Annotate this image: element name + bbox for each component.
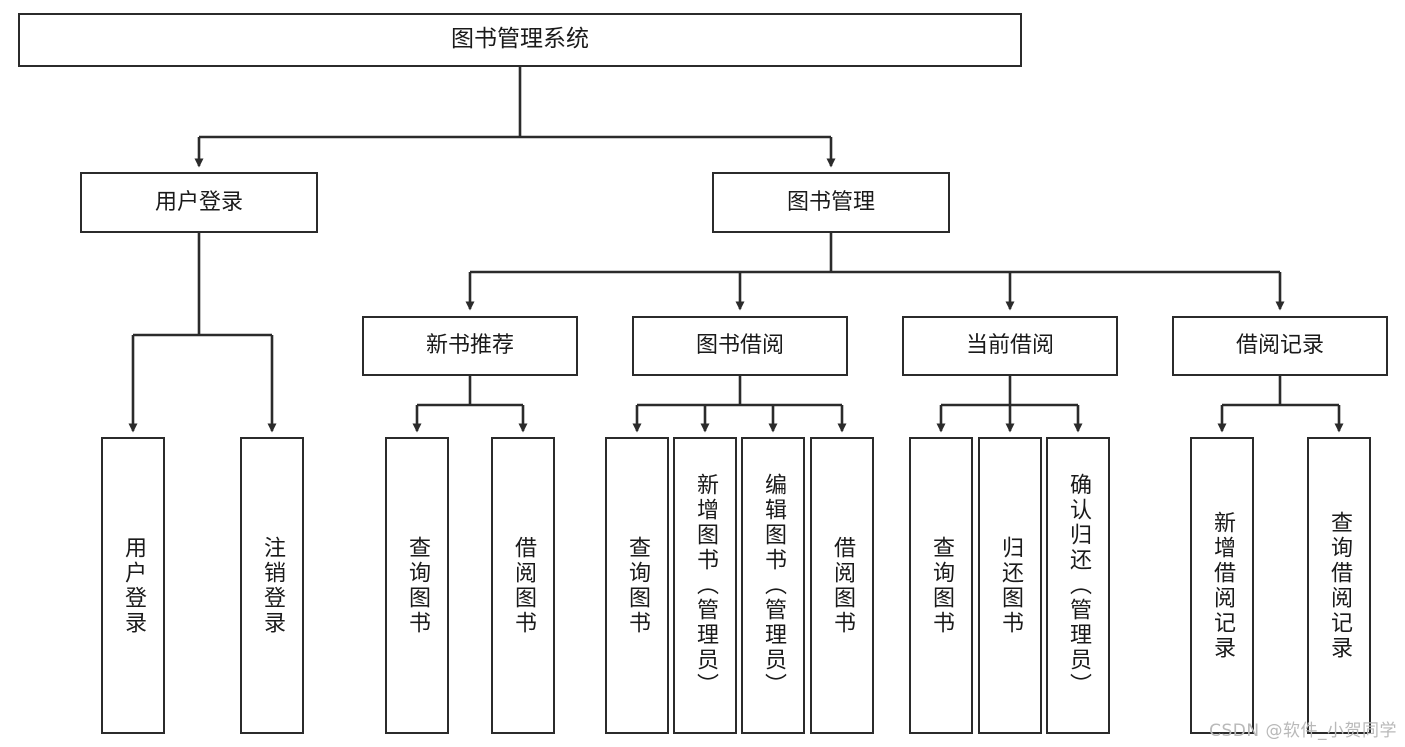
node-label: 图书借阅 — [695, 333, 784, 359]
node-label: 用户登录 — [154, 189, 243, 215]
node-label: 新增借阅记录 — [1210, 510, 1235, 661]
node-borrow-record[interactable]: 借阅记录 — [1172, 316, 1388, 376]
csdn-watermark: CSDN @软件_小贺同学 — [1209, 721, 1397, 741]
node-leaf-borrow-book-recommend[interactable]: 借阅图书 — [491, 437, 555, 734]
node-book-borrow[interactable]: 图书借阅 — [632, 316, 848, 376]
node-leaf-add-book-admin[interactable]: 新增图书（管理员） — [673, 437, 737, 734]
node-root-system[interactable]: 图书管理系统 — [18, 13, 1022, 67]
node-leaf-query-book-recommend[interactable]: 查询图书 — [385, 437, 449, 734]
node-user-login[interactable]: 用户登录 — [80, 172, 318, 233]
node-label: 查询图书 — [405, 535, 430, 636]
node-label: 借阅图书 — [511, 535, 536, 636]
node-label: 查询图书 — [929, 535, 954, 636]
node-label: 当前借阅 — [965, 333, 1054, 359]
node-label: 借阅图书 — [830, 535, 855, 636]
node-leaf-user-login[interactable]: 用户登录 — [101, 437, 165, 734]
node-label: 图书管理系统 — [451, 26, 589, 53]
node-leaf-return-book[interactable]: 归还图书 — [978, 437, 1042, 734]
node-leaf-query-book[interactable]: 查询图书 — [605, 437, 669, 734]
node-leaf-user-logout[interactable]: 注销登录 — [240, 437, 304, 734]
node-label: 图书管理 — [786, 189, 875, 215]
node-label: 确认归还（管理员） — [1066, 473, 1091, 698]
node-label: 用户登录 — [121, 535, 146, 636]
node-current-borrow[interactable]: 当前借阅 — [902, 316, 1118, 376]
node-label: 查询图书 — [625, 535, 650, 636]
node-leaf-borrow-book[interactable]: 借阅图书 — [810, 437, 874, 734]
node-label: 新增图书（管理员） — [693, 473, 718, 698]
node-label: 借阅记录 — [1235, 333, 1324, 359]
node-leaf-confirm-return-admin[interactable]: 确认归还（管理员） — [1046, 437, 1110, 734]
node-leaf-query-borrow-record[interactable]: 查询借阅记录 — [1307, 437, 1371, 734]
node-book-management[interactable]: 图书管理 — [712, 172, 950, 233]
node-label: 查询借阅记录 — [1327, 510, 1352, 661]
node-leaf-edit-book-admin[interactable]: 编辑图书（管理员） — [741, 437, 805, 734]
node-leaf-query-book-current[interactable]: 查询图书 — [909, 437, 973, 734]
node-new-book-recommend[interactable]: 新书推荐 — [362, 316, 578, 376]
node-label: 归还图书 — [998, 535, 1023, 636]
node-label: 编辑图书（管理员） — [761, 473, 786, 698]
node-label: 注销登录 — [260, 535, 285, 636]
node-leaf-add-borrow-record[interactable]: 新增借阅记录 — [1190, 437, 1254, 734]
node-label: 新书推荐 — [425, 333, 514, 359]
